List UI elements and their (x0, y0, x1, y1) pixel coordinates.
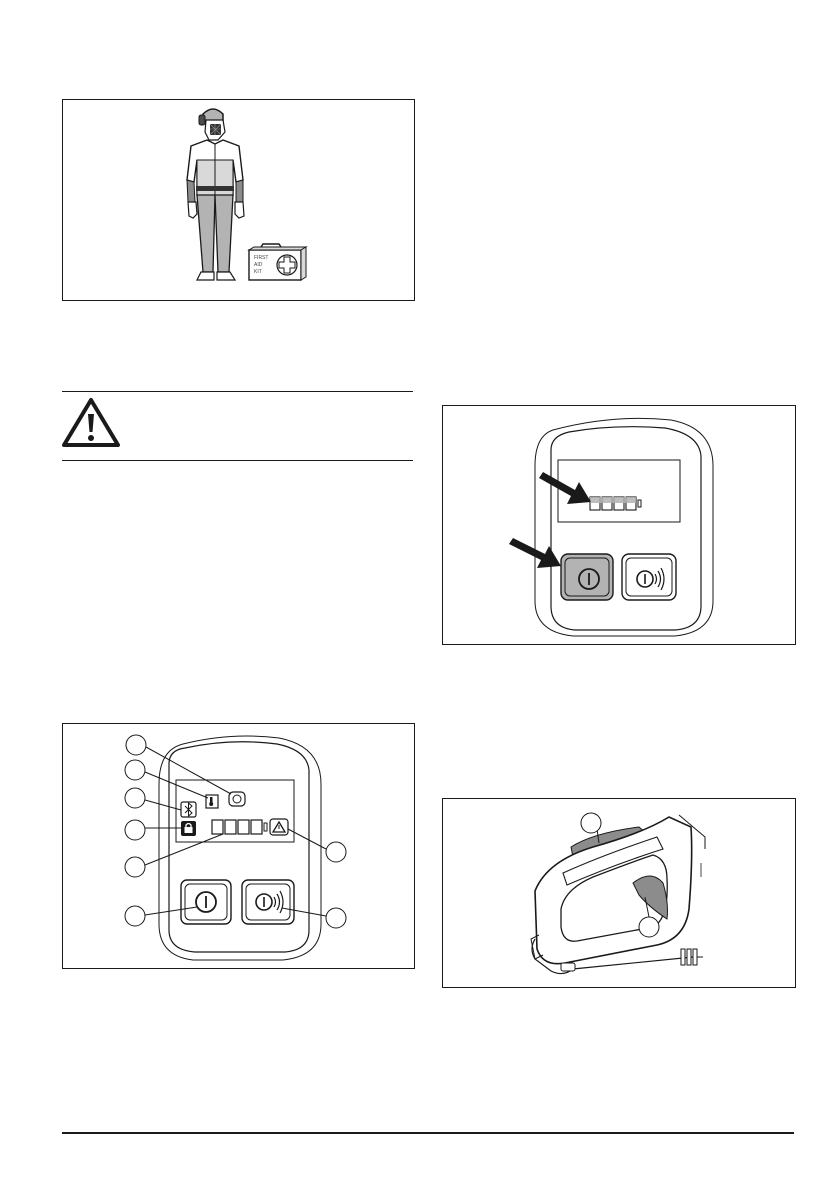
operator-illustration: FIRST AID KIT (63, 100, 414, 300)
power-panel-illustration (443, 406, 795, 644)
callout-circle-7 (125, 906, 145, 926)
callout-circle-2 (125, 760, 145, 780)
first-aid-text-2: AID (254, 262, 263, 268)
figure-control-panel (62, 723, 415, 969)
first-aid-text-3: KIT (254, 269, 262, 275)
warning-bottom-rule (62, 460, 413, 461)
first-aid-kit-icon: FIRST AID KIT (249, 244, 306, 280)
sound-button-icon (622, 554, 676, 600)
power-button-icon (181, 880, 231, 924)
temperature-icon (206, 795, 218, 808)
lock-icon (181, 821, 196, 836)
control-panel-illustration (63, 724, 414, 968)
handle-callout-circle-1 (581, 813, 601, 833)
handle-callout-circle-2 (639, 917, 659, 937)
callout-circle-4 (125, 820, 145, 840)
footer-rule (62, 1132, 794, 1134)
warning-icon (270, 819, 288, 835)
warning-block (62, 397, 413, 455)
callout-circle-1 (126, 735, 146, 755)
figure-power-panel (442, 405, 796, 645)
callout-circle-8 (326, 908, 346, 928)
status-icon (229, 792, 245, 806)
callout-circle-3 (125, 788, 145, 808)
battery-icon (212, 820, 267, 834)
first-aid-text-1: FIRST (254, 255, 268, 261)
sound-button-icon (242, 880, 294, 924)
warning-top-rule (62, 391, 413, 392)
handle-illustration (443, 799, 795, 987)
figure-safety-equipment: FIRST AID KIT (62, 99, 415, 301)
callout-circle-5 (125, 857, 145, 877)
warning-triangle-icon (62, 397, 122, 449)
battery-icon (590, 497, 641, 510)
callout-circle-6 (326, 842, 346, 862)
bluetooth-icon (181, 802, 196, 817)
power-button-icon (561, 554, 613, 600)
figure-handle (442, 798, 796, 988)
